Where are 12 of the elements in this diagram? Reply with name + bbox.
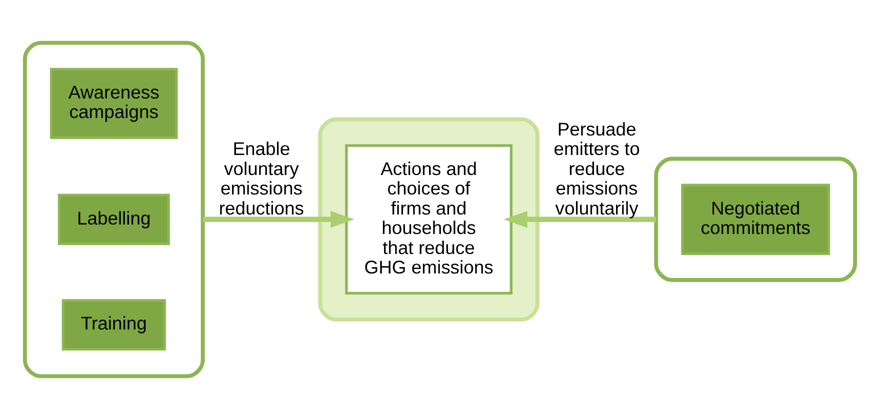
arrow [202,210,354,228]
edge-label: Enable voluntary emissions reductions [218,138,304,218]
node-box: Training [62,298,166,350]
edge-label: Persuade emitters to reduce emissions voluntarily [554,118,640,218]
cluster [654,156,858,282]
node-box: Negotiated commitments [681,183,830,254]
node-box: Labelling [58,193,170,245]
arrow [504,210,656,228]
cluster [318,116,540,321]
node-box: Actions and choices of firms and households that reduce GHG emissions [345,144,512,294]
cluster [22,40,205,378]
node-box: Awareness campaigns [50,67,178,138]
